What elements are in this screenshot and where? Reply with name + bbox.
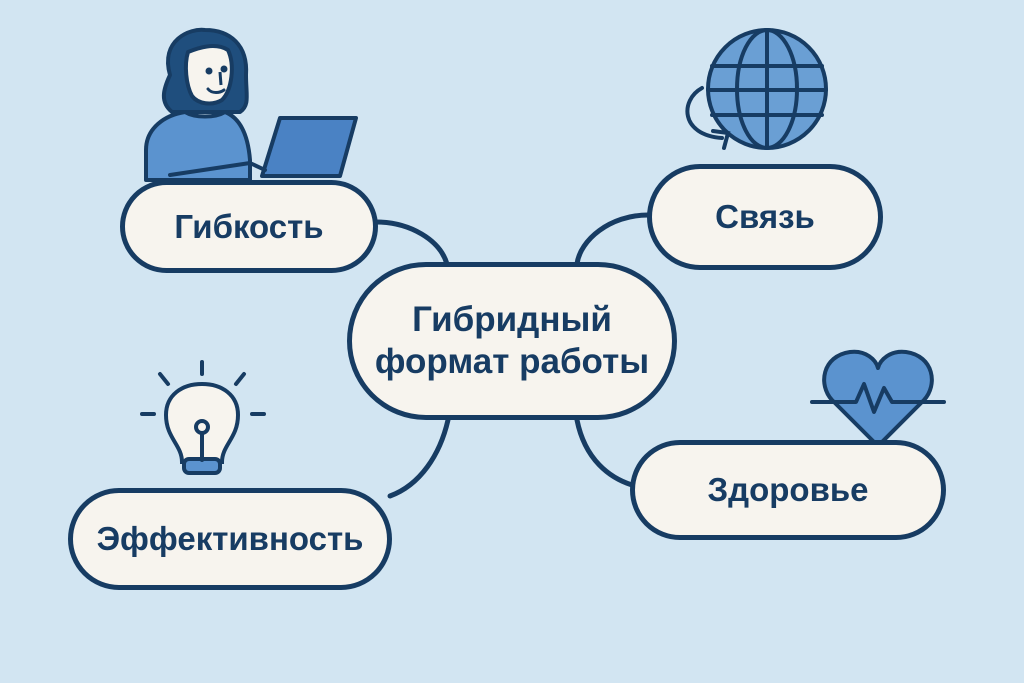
branch-label-flexibility: Гибкость	[174, 207, 324, 245]
connector-flex	[373, 219, 450, 267]
central-node-line2: формат работы	[374, 342, 650, 381]
central-node: Гибридный формат работы	[347, 262, 677, 420]
central-node-line1: Гибридный	[412, 300, 612, 339]
connector-comm	[574, 212, 651, 267]
branch-node-health: Здоровье	[630, 440, 946, 540]
branch-label-health: Здоровье	[707, 471, 869, 508]
connector-eff	[387, 417, 451, 499]
branch-label-communication: Связь	[715, 198, 815, 235]
branch-node-efficiency: Эффективность	[68, 488, 392, 590]
connector-health	[574, 417, 635, 488]
branch-node-communication: Связь	[647, 164, 883, 270]
branch-label-efficiency: Эффективность	[96, 520, 364, 557]
branch-node-flexibility: Гибкость	[120, 180, 378, 273]
